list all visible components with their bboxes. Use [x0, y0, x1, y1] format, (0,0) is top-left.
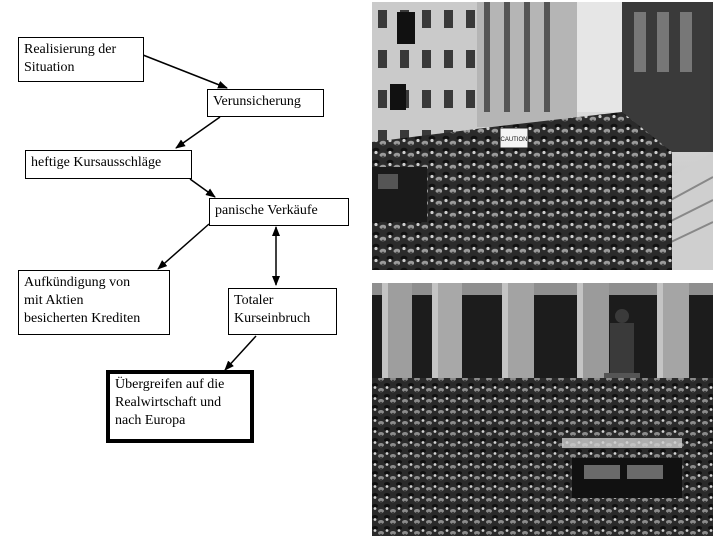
node-spread: Übergreifen auf die Realwirtschaft und n… [106, 370, 254, 443]
photo-top-drawing: CAUTION [372, 2, 713, 270]
node-uncertainty: Verunsicherung [207, 89, 324, 117]
arrow-swings-to-panic [189, 178, 216, 198]
photo-bottom-drawing [372, 283, 713, 536]
node-swings: heftige Kursausschläge [25, 150, 192, 179]
node-collapse: Totaler Kurseinbruch [228, 288, 337, 335]
photo-wall-street-crowd: CAUTION [372, 2, 713, 270]
node-loans: Aufkündigung von mit Aktien besicherten … [18, 270, 170, 335]
node-situation: Realisierung der Situation [18, 37, 144, 82]
arrow-collapse-to-spread [224, 335, 257, 371]
photo-federal-hall-crowd [372, 283, 713, 536]
arrow-panic-to-loans [157, 223, 210, 270]
arrow-situation-to-uncertainty [142, 54, 228, 89]
arrow-uncertainty-to-swings [175, 116, 221, 149]
photo-sign-text: CAUTION [501, 137, 528, 143]
node-panic: panische Verkäufe [209, 198, 349, 226]
